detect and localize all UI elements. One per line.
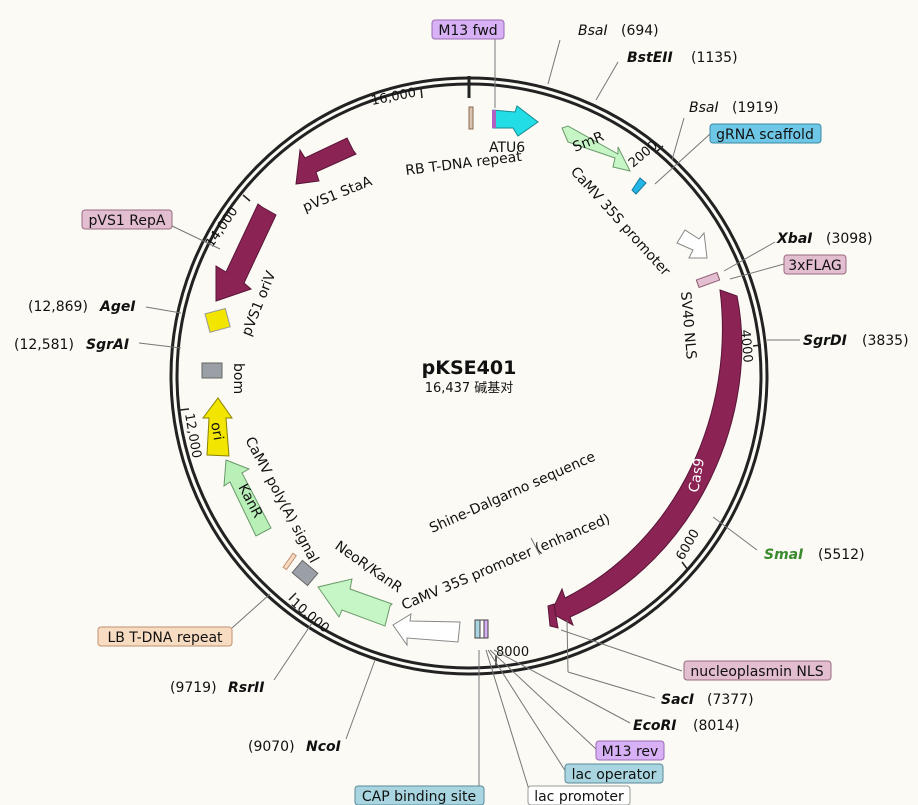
leader-lines — [138, 38, 800, 794]
svg-text:BsaI: BsaI — [578, 23, 608, 39]
svg-text:XbaI: XbaI — [776, 231, 812, 247]
callout-m13-fwd: M13 fwd — [438, 23, 497, 39]
feature-lac-cluster[interactable] — [474, 619, 489, 639]
svg-text:BsaI: BsaI — [689, 100, 719, 116]
svg-text:(3098): (3098) — [826, 231, 873, 247]
callout-box-3xflag[interactable] — [783, 254, 847, 275]
site-bsai-1919[interactable]: BsaI (1919) — [689, 100, 779, 116]
callout-pvs1-repa: pVS1 RepA — [89, 213, 166, 229]
feature-smr[interactable] — [561, 125, 631, 172]
site-rsrii[interactable]: (9719) RsrII — [170, 680, 264, 696]
svg-text:NcoI: NcoI — [306, 739, 341, 755]
feature-atu6-tag[interactable] — [492, 110, 496, 128]
callout-box-lac-operator[interactable] — [564, 763, 664, 784]
site-saci[interactable]: SacI (7377) — [661, 692, 754, 708]
feature-neor-kanr[interactable] — [317, 578, 393, 627]
feature-pvs1-oriv[interactable] — [215, 203, 277, 302]
callout-box-m13-rev[interactable] — [595, 740, 665, 761]
site-xbai[interactable]: XbaI (3098) — [776, 231, 873, 247]
callout-box-m13-fwd[interactable] — [431, 19, 505, 40]
svg-text:SgrDI: SgrDI — [803, 333, 847, 349]
feature-camv-polya-signal[interactable] — [291, 559, 319, 587]
feature-rb-tdna-repeat[interactable] — [468, 106, 474, 130]
tick-label-16000: 16,000 — [370, 86, 418, 109]
callout-box-cap-binding-site[interactable] — [354, 785, 485, 805]
svg-text:(9070): (9070) — [248, 739, 295, 755]
feature-camv-35s-enhanced[interactable] — [392, 613, 461, 647]
feature-lb-tdna-repeat[interactable] — [282, 552, 297, 571]
callout-box-grna-scaffold[interactable] — [709, 123, 822, 144]
feature-sv40-nls[interactable] — [676, 229, 708, 259]
site-agei[interactable]: (12,869) AgeI — [28, 299, 136, 315]
callout-lb-tdna-repeat: LB T-DNA repeat — [107, 630, 223, 646]
site-sgrai[interactable]: (12,581) SgrAI — [14, 337, 129, 353]
callout-lac-operator: lac operator — [572, 767, 657, 783]
tick-marks — [179, 87, 762, 665]
feature-ori[interactable] — [202, 397, 233, 457]
site-bsteii[interactable]: BstEII (1135) — [627, 50, 738, 66]
svg-text:(1919): (1919) — [732, 100, 779, 116]
svg-text:(9719): (9719) — [170, 680, 217, 696]
site-bsai-694[interactable]: BsaI (694) — [578, 23, 659, 39]
svg-text:(12,581): (12,581) — [14, 337, 74, 353]
svg-text:SacI: SacI — [661, 692, 694, 708]
svg-text:(12,869): (12,869) — [28, 299, 88, 315]
callout-lac-promoter: lac promoter — [534, 789, 624, 805]
svg-text:RsrII: RsrII — [228, 680, 264, 696]
callout-3xflag: 3xFLAG — [788, 258, 842, 274]
svg-text:(1135): (1135) — [691, 50, 738, 66]
label-rb-tdna-repeat: RB T-DNA repeat — [405, 149, 524, 179]
feature-cas9[interactable] — [550, 289, 743, 627]
callout-box-lac-promoter[interactable] — [527, 785, 631, 805]
plasmid-size: 16,437 碱基对 — [425, 381, 514, 396]
svg-text:AgeI: AgeI — [99, 299, 136, 315]
callout-nucleoplasmin-nls: nucleoplasmin NLS — [690, 664, 823, 680]
callout-m13-rev: M13 rev — [602, 744, 659, 760]
feature-kanr[interactable] — [223, 459, 272, 537]
callout-box-pvs1-repa[interactable] — [81, 209, 173, 230]
label-ori: ori — [207, 421, 226, 442]
svg-text:(694): (694) — [621, 23, 659, 39]
site-smai[interactable]: SmaI (5512) — [764, 547, 865, 563]
label-sv40-nls: SV40 NLS — [677, 291, 699, 360]
plasmid-name: pKSE401 — [422, 357, 517, 379]
svg-text:BstEII: BstEII — [627, 50, 673, 66]
label-atu6: ATU6 — [489, 140, 525, 156]
feature-bom[interactable] — [201, 362, 223, 379]
label-bom: bom — [230, 363, 246, 394]
svg-text:(8014): (8014) — [693, 718, 740, 734]
feature-3xflag[interactable] — [695, 271, 721, 289]
callout-box-lb-tdna-repeat[interactable] — [97, 626, 233, 647]
svg-text:SmaI: SmaI — [764, 547, 803, 563]
feature-nucleoplasmin-nls[interactable] — [547, 603, 559, 629]
feature-pvs1-staa[interactable] — [295, 137, 357, 185]
feature-atu6[interactable] — [492, 105, 539, 137]
feature-pvs1-repa-block[interactable] — [204, 307, 231, 333]
site-ecori[interactable]: EcoRI (8014) — [633, 718, 740, 734]
callout-cap-binding-site: CAP binding site — [362, 789, 476, 805]
svg-text:SgrAI: SgrAI — [86, 337, 129, 353]
site-sgrdi[interactable]: SgrDI (3835) — [803, 333, 909, 349]
feature-camv-35s-promoter[interactable] — [631, 177, 647, 195]
site-ncoi[interactable]: (9070) NcoI — [248, 739, 341, 755]
shine-dalgarno-pointer — [530, 537, 541, 556]
callout-grna-scaffold: gRNA scaffold — [716, 127, 814, 143]
label-camv-35s-promoter: CaMV 35S promoter — [567, 164, 673, 279]
svg-text:(3835): (3835) — [862, 333, 909, 349]
callout-box-nucleoplasmin-nls[interactable] — [683, 660, 832, 681]
svg-text:(5512): (5512) — [818, 547, 865, 563]
svg-text:(7377): (7377) — [707, 692, 754, 708]
label-shine-dalgarno: Shine-Dalgarno sequence — [427, 449, 598, 537]
tick-label-8000: 8000 — [496, 645, 529, 660]
label-cas9: Cas9 — [686, 457, 708, 494]
svg-text:EcoRI: EcoRI — [633, 718, 676, 734]
